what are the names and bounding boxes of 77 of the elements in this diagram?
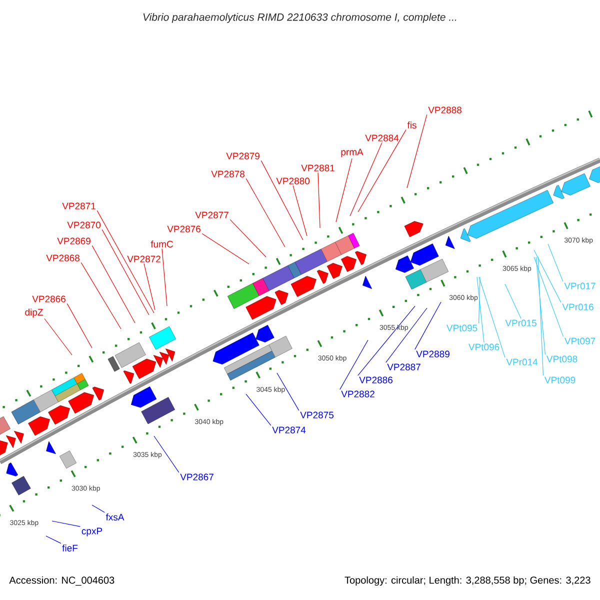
gene-label: VP2869: [57, 238, 90, 244]
gene-label: VP2881: [301, 164, 334, 172]
gene-label: VP2868: [46, 254, 80, 262]
leader-line: [44, 318, 72, 356]
gene-label: VP2879: [226, 152, 260, 160]
leader-line: [350, 142, 382, 216]
leader-line: [538, 256, 544, 376]
leader-line: [66, 303, 92, 348]
gene-label: VP2886: [359, 376, 392, 384]
leader-line: [246, 178, 286, 248]
accession-text: Accession: NC_004603: [9, 576, 114, 586]
leader-line: [406, 114, 428, 188]
leader-line: [476, 276, 484, 343]
leader-line: [414, 302, 442, 350]
leader-line: [358, 129, 406, 212]
leader-line: [336, 158, 352, 222]
gene-label: VPt095: [446, 324, 478, 332]
leader-line: [260, 160, 304, 240]
leader-line: [478, 276, 480, 324]
leader-line: [46, 536, 62, 544]
gene-label: VP2887: [387, 364, 420, 370]
gene-label: VPr016: [562, 304, 594, 310]
leader-line: [358, 306, 416, 376]
leader-line: [536, 256, 546, 355]
leader-line: [52, 520, 81, 527]
gene-label: fumC: [150, 240, 173, 248]
leader-line: [276, 372, 300, 411]
leader-line: [92, 504, 105, 513]
gene-label: VPr014: [506, 358, 538, 366]
gene-label: VPt098: [546, 356, 578, 362]
gene-label: VP2878: [211, 170, 244, 178]
gene-label: VP2874: [272, 426, 306, 434]
leader-line: [102, 229, 150, 316]
leader-line: [80, 262, 122, 330]
gene-label: VP2882: [341, 390, 374, 398]
summary-text: Topology: circular; Length: 3,288,558 bp; Genes: 3,223: [344, 576, 590, 586]
leader-line: [202, 233, 250, 264]
leader-line: [478, 276, 506, 358]
gene-label: VP2877: [195, 212, 228, 218]
gene-label: VPt096: [468, 344, 500, 350]
gene-label: fxsA: [106, 514, 124, 520]
leader-line: [162, 248, 168, 306]
gene-label: dipZ: [25, 308, 43, 318]
leader-line: [548, 244, 564, 282]
leader-line: [96, 210, 154, 314]
leader-line: [386, 308, 428, 363]
gene-label: VP2870: [67, 222, 101, 228]
leader-line: [246, 394, 272, 426]
gene-label: VP2866: [32, 296, 66, 302]
leader-line: [340, 340, 368, 390]
leader-line: [504, 284, 522, 319]
gene-label: VP2889: [416, 350, 450, 358]
title: Vibrio parahaemolyticus RIMD 2210633 chromosome I, complete ...: [143, 13, 456, 23]
gene-label: fis: [407, 122, 416, 128]
leader-line: [154, 436, 180, 473]
gene-label: prmA: [341, 148, 364, 158]
leader-line: [144, 263, 156, 310]
gene-label: VP2875: [300, 412, 334, 418]
gene-label: VP2880: [276, 178, 310, 184]
gene-label: VP2867: [180, 474, 214, 480]
gene-label: VPt097: [564, 338, 596, 344]
gene-label: VPt099: [544, 376, 576, 384]
leader-line: [534, 256, 564, 337]
gene-label: VP2871: [62, 202, 96, 210]
leader-line: [230, 219, 266, 258]
leader-line: [292, 185, 308, 236]
gene-label: VPr015: [505, 320, 536, 326]
gene-label: VP2884: [365, 134, 399, 142]
leader-line: [92, 245, 136, 324]
gene-label: VP2872: [127, 256, 160, 262]
gene-label: VP2876: [167, 226, 200, 232]
gene-label: fieF: [62, 544, 78, 552]
leader-line: [318, 172, 320, 228]
gene-label: VP2888: [428, 106, 462, 114]
gene-label: cpxP: [82, 528, 102, 536]
gene-label: VPr017: [564, 282, 596, 290]
leader-line: [534, 250, 562, 303]
